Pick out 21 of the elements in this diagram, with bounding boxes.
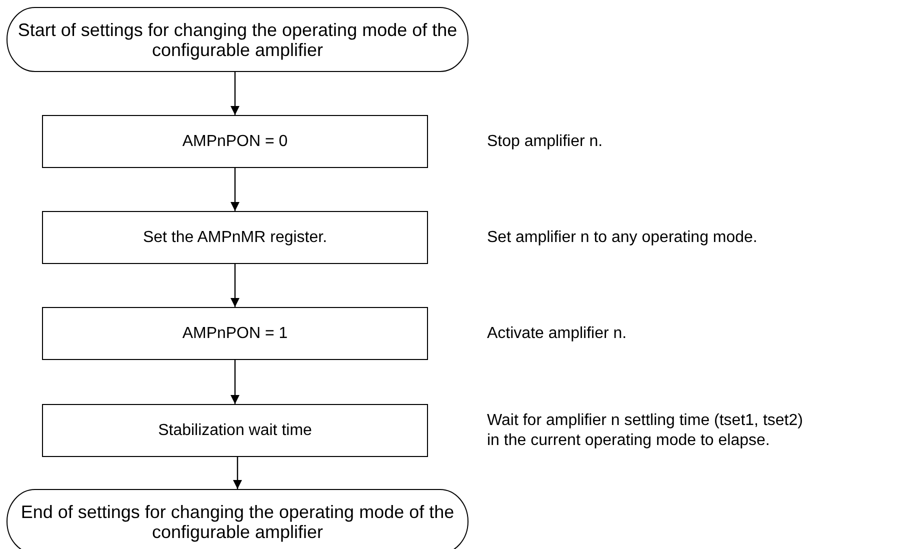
step-text: Stabilization wait time: [158, 422, 312, 440]
terminal-shape: [7, 7, 468, 72]
arrow: [233, 457, 242, 489]
arrow: [230, 168, 240, 211]
process-box: [42, 211, 428, 264]
step-text: Set the AMPnMR register.: [142, 228, 328, 246]
arrow: [230, 360, 240, 404]
arrow: [230, 72, 240, 115]
step-text: AMPnPON = 0: [182, 132, 288, 150]
step-note: Set amplifier n to any operating mode.: [487, 228, 758, 248]
process-box: [42, 115, 428, 168]
step-note: Wait for amplifier n settling time (tset1, tset2) in the current operating mode to elapse.: [487, 410, 804, 450]
process-box: [42, 307, 428, 360]
process-box: [42, 404, 428, 457]
arrow: [230, 264, 240, 307]
step-note: Stop amplifier n.: [487, 132, 604, 152]
terminal-shape: [7, 489, 468, 549]
step-text: AMPnPON = 1: [182, 324, 288, 342]
step-text: End of settings for changing the operating mode of the configurable amplifier: [20, 502, 456, 542]
step-text: Start of settings for changing the operating mode of the configurable amplifier: [18, 20, 458, 60]
step-note: Activate amplifier n.: [487, 324, 628, 344]
